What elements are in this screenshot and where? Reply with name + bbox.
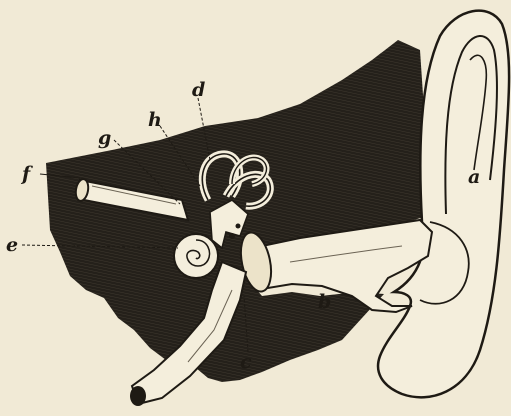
label-d: d	[192, 79, 205, 101]
label-e: e	[6, 234, 18, 256]
ossicle-dot	[236, 224, 241, 229]
label-f: f	[20, 163, 33, 185]
label-b: b	[318, 291, 331, 313]
label-g: g	[98, 127, 111, 149]
label-h: h	[148, 109, 162, 131]
cochlea	[174, 234, 218, 278]
label-c: c	[240, 351, 252, 373]
label-a: a	[468, 166, 480, 188]
ossicle-dot	[229, 233, 235, 239]
